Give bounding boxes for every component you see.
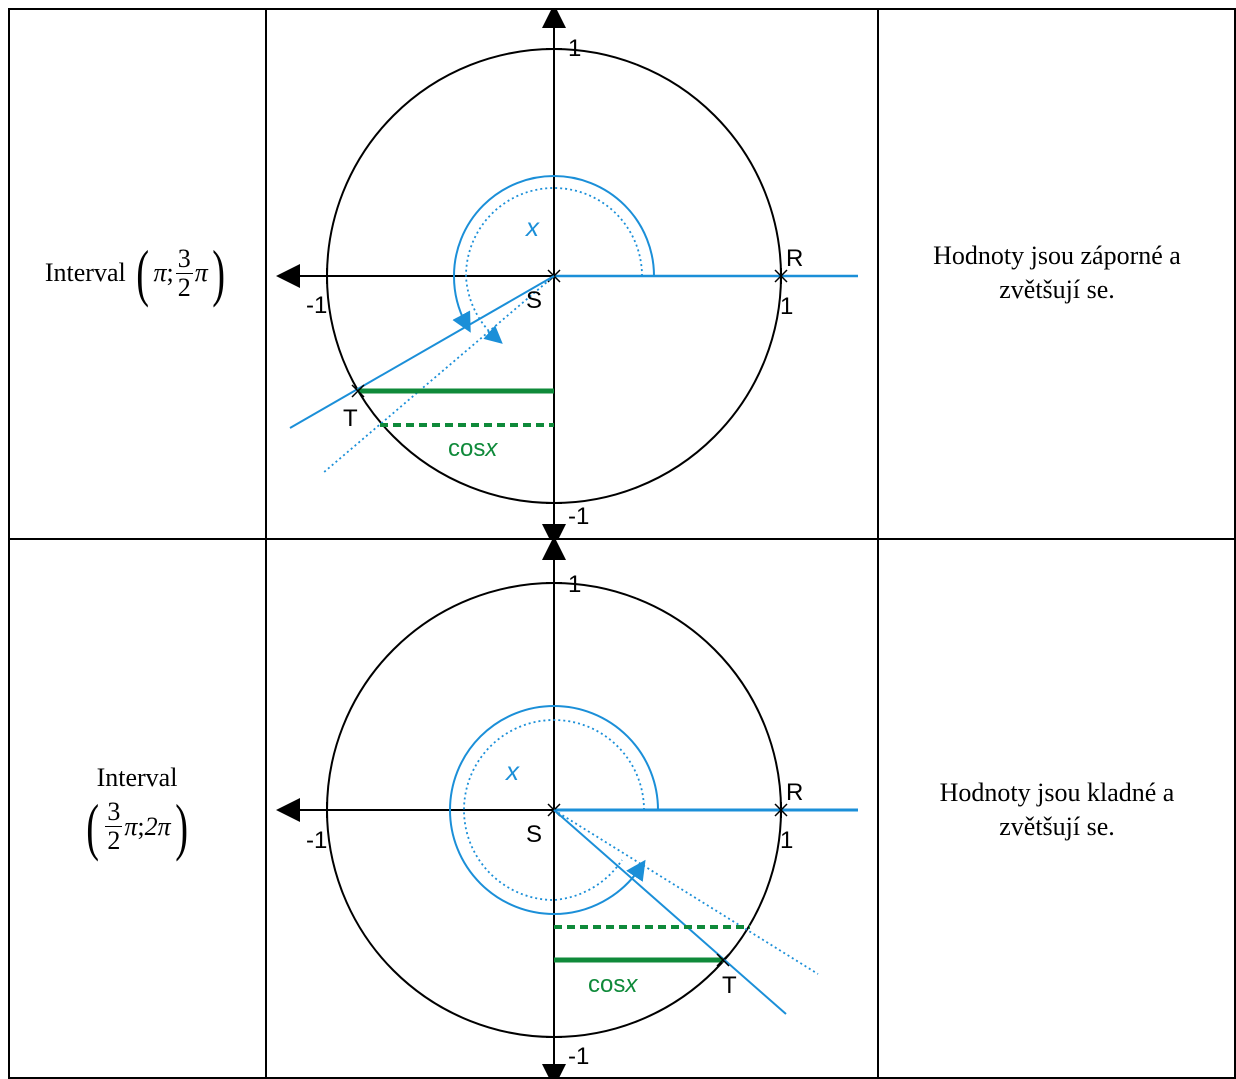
angle-label: x [524, 212, 540, 242]
row2-interval-cell: Interval ( 3 2 π ; 2π ) [8, 540, 266, 1079]
point-s-label: S [526, 287, 542, 314]
point-t-label: T [722, 972, 737, 999]
row2-description: Hodnoty jsou kladné a zvětšují se. [939, 777, 1175, 841]
tick-left-label: -1 [306, 827, 327, 854]
row1-fraction: 3 2 [175, 243, 193, 302]
terminal-ray [553, 809, 787, 1015]
terminal-ray-dotted [322, 275, 555, 474]
angle-arc-dotted [465, 187, 643, 344]
row1-interval-label: Interval [44, 258, 126, 287]
row2-fraction: 3 2 [105, 797, 123, 855]
angle-label: x [504, 756, 520, 786]
unit-circle-diagram-2: x S R T 1 -1 -1 1 cosx [276, 540, 858, 1079]
point-t-label: T [343, 405, 358, 432]
terminal-ray-dotted [553, 809, 819, 975]
tick-bottom-label: -1 [568, 503, 589, 530]
tick-top-label: 1 [568, 35, 581, 62]
tick-bottom-label: -1 [568, 1043, 589, 1070]
angle-arc-solid [449, 705, 659, 916]
unit-circle-diagram-1: x S R T 1 -1 -1 1 cosx [276, 8, 858, 538]
row1-description: Hodnoty jsou záporné a zvětšují se. [933, 241, 1181, 304]
row2-interval-math: ( 3 2 π ; 2π ) [86, 790, 188, 862]
tick-right-label: 1 [780, 293, 793, 320]
row2-interval-label: Interval [96, 762, 178, 792]
terminal-ray [289, 275, 555, 429]
table-grid [8, 8, 1236, 1079]
tick-right-label: 1 [780, 827, 793, 854]
point-s-label: S [526, 821, 542, 848]
cos-label: cosx [448, 435, 498, 462]
row1-interval-math: ( π ; 3 2 π ) [136, 237, 225, 308]
point-r-label: R [786, 245, 803, 272]
tick-left-label: -1 [306, 292, 327, 319]
angle-arc-solid [452, 175, 655, 333]
tick-top-label: 1 [568, 571, 581, 598]
point-r-label: R [786, 779, 803, 806]
row1-interval-cell: Interval ( π ; 3 2 π ) [8, 8, 266, 538]
cos-label: cosx [588, 971, 638, 998]
